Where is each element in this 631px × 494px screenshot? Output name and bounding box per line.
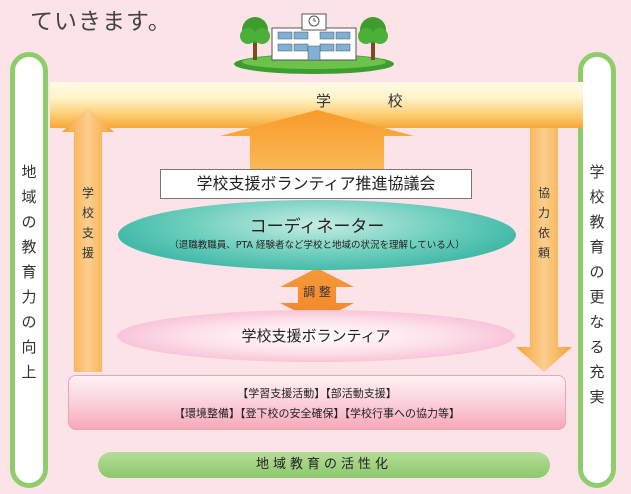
char: の bbox=[589, 263, 605, 281]
right-arrow-label: 協 力 依 頼 bbox=[534, 185, 554, 261]
coordinator-title: コーディネーター bbox=[249, 217, 385, 237]
left-support-arrow bbox=[62, 108, 114, 372]
char: 地 bbox=[21, 163, 37, 181]
char: 学 bbox=[81, 186, 94, 200]
char: 育 bbox=[589, 238, 605, 256]
volunteer-ellipse bbox=[117, 310, 515, 362]
coordinator-subtitle: （退職教職員、PTA 経験者など学校と地域の状況を理解している人） bbox=[169, 240, 465, 251]
char: 更 bbox=[589, 288, 605, 306]
char: 校 bbox=[81, 206, 94, 220]
right-request-arrow bbox=[516, 128, 572, 372]
char: 力 bbox=[21, 288, 37, 306]
intro-text: ていきます。 bbox=[30, 9, 172, 35]
community-bar: 地域教育の活性化 bbox=[98, 452, 550, 478]
char: 協 bbox=[537, 186, 550, 200]
tree-left bbox=[240, 17, 270, 60]
char: 域 bbox=[21, 188, 37, 206]
char: 実 bbox=[589, 388, 605, 406]
coordination-double-arrow bbox=[280, 268, 354, 322]
char: 援 bbox=[81, 246, 94, 260]
char: 育 bbox=[21, 263, 37, 281]
char: 頼 bbox=[537, 246, 550, 260]
char: 力 bbox=[537, 206, 550, 220]
tree-right bbox=[358, 17, 388, 60]
center-up-arrow bbox=[220, 110, 414, 170]
char: 教 bbox=[589, 213, 605, 231]
coordinator-ellipse bbox=[118, 200, 516, 270]
char: 支 bbox=[81, 226, 94, 240]
char: 教 bbox=[21, 238, 37, 256]
char: 依 bbox=[537, 226, 550, 240]
volunteer-label: 学校支援ボランティア bbox=[241, 327, 391, 345]
char: 上 bbox=[21, 363, 37, 381]
left-arrow-label: 学 校 支 援 bbox=[78, 185, 98, 261]
school-building-icon bbox=[234, 13, 394, 74]
char: の bbox=[21, 213, 37, 231]
char: な bbox=[589, 313, 605, 331]
activities-line-2: 【環境整備】【登下校の安全確保】【学校行事への協力等】 bbox=[174, 407, 460, 420]
char: 学 bbox=[589, 163, 605, 181]
char: の bbox=[21, 313, 37, 331]
left-pillar: 地 域 の 教 育 力 の 向 上 bbox=[10, 52, 48, 488]
char: る bbox=[589, 338, 605, 356]
char: 向 bbox=[21, 338, 37, 356]
school-label: 学 校 bbox=[316, 92, 429, 110]
coordination-label: 調 整 bbox=[303, 285, 331, 299]
activities-box bbox=[68, 375, 566, 430]
right-pillar: 学 校 教 育 の 更 な る 充 実 bbox=[578, 52, 616, 488]
char: 校 bbox=[589, 188, 605, 206]
council-box: 学校支援ボランティア推進協議会 bbox=[160, 169, 472, 199]
char: 充 bbox=[589, 363, 605, 381]
activities-line-1: 【学習支援活動】【部活動支援】 bbox=[237, 387, 397, 400]
